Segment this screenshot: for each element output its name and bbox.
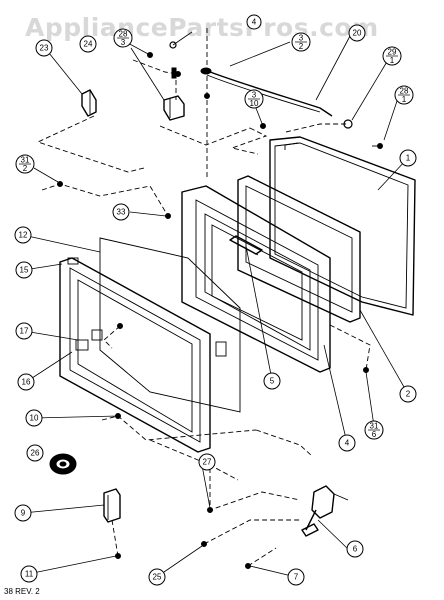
callout-10: 10 xyxy=(25,409,43,427)
svg-text:24: 24 xyxy=(84,40,93,49)
watermark-text: AppliancePartsPros.com xyxy=(25,13,379,42)
svg-text:11: 11 xyxy=(25,570,34,579)
callout-33: 33 xyxy=(112,203,130,221)
svg-text:10: 10 xyxy=(30,414,39,423)
part-door-window xyxy=(237,175,361,323)
callout-31-6: 31 6 xyxy=(364,420,384,440)
svg-text:29: 29 xyxy=(388,48,397,57)
svg-text:26: 26 xyxy=(31,449,40,458)
part-choke-sheet xyxy=(99,237,241,413)
svg-text:17: 17 xyxy=(20,327,29,336)
part-outer-door-panel xyxy=(269,136,416,316)
svg-text:3: 3 xyxy=(121,38,126,47)
callout-4: 4 xyxy=(338,434,356,452)
svg-text:4: 4 xyxy=(252,18,257,27)
callout-12: 12 xyxy=(14,226,32,244)
part-door-arm-rod xyxy=(200,67,333,117)
callout-28-3: 28 3 xyxy=(113,28,133,48)
callout-1: 1 xyxy=(399,149,417,167)
svg-text:31: 31 xyxy=(21,156,30,165)
svg-text:23: 23 xyxy=(40,44,49,53)
callout-top-small: 4 xyxy=(246,14,262,30)
svg-text:16: 16 xyxy=(22,378,31,387)
callout-29-1: 29 1 xyxy=(382,46,402,66)
svg-text:27: 27 xyxy=(203,458,212,467)
svg-text:12: 12 xyxy=(19,231,28,240)
callout-31-2: 31 2 xyxy=(15,154,35,174)
svg-text:15: 15 xyxy=(20,266,29,275)
callout-27: 27 xyxy=(198,453,216,471)
callout-24: 24 xyxy=(79,35,97,53)
callout-20: 20 xyxy=(348,24,366,42)
part-knob-26 xyxy=(49,453,77,475)
svg-text:10: 10 xyxy=(250,99,259,108)
svg-text:3: 3 xyxy=(299,34,304,43)
svg-text:6: 6 xyxy=(353,545,358,554)
callout-3-2: 3 2 xyxy=(291,32,311,52)
svg-text:25: 25 xyxy=(153,573,162,582)
svg-text:20: 20 xyxy=(353,29,362,38)
svg-text:1: 1 xyxy=(402,95,407,104)
leader-lines xyxy=(22,31,409,578)
callout-16: 16 xyxy=(17,373,35,391)
svg-text:6: 6 xyxy=(372,430,377,439)
callout-7: 7 xyxy=(287,568,305,586)
svg-text:1: 1 xyxy=(406,154,411,163)
svg-text:3: 3 xyxy=(252,91,257,100)
callout-15: 15 xyxy=(15,261,33,279)
part-front-door-frame xyxy=(59,257,227,453)
callout-3-10: 3 10 xyxy=(244,89,264,109)
svg-text:5: 5 xyxy=(270,377,275,386)
callout-11: 11 xyxy=(20,565,38,583)
svg-text:2: 2 xyxy=(23,164,28,173)
svg-text:31: 31 xyxy=(370,422,379,431)
svg-text:2: 2 xyxy=(299,42,304,51)
svg-text:7: 7 xyxy=(294,573,299,582)
svg-text:33: 33 xyxy=(117,208,126,217)
callout-2: 2 xyxy=(399,385,417,403)
callout-23: 23 xyxy=(35,39,53,57)
svg-text:1: 1 xyxy=(390,56,395,65)
callout-26: 26 xyxy=(26,444,44,462)
svg-text:28: 28 xyxy=(119,30,128,39)
part-inner-door-frame xyxy=(181,185,331,373)
part-latch-block-9 xyxy=(103,488,121,523)
callout-5: 5 xyxy=(263,372,281,390)
svg-text:28: 28 xyxy=(400,87,409,96)
part-hinge-bracket-24 xyxy=(163,95,185,121)
callout-28-1: 28 1 xyxy=(394,85,414,105)
part-bracket-23 xyxy=(81,89,97,117)
assembly-lines xyxy=(36,28,380,567)
part-door-latch-6 xyxy=(301,485,349,537)
callout-17: 17 xyxy=(15,322,33,340)
part-door-handle xyxy=(229,235,263,256)
svg-text:4: 4 xyxy=(345,439,350,448)
svg-text:2: 2 xyxy=(406,390,411,399)
callout-9: 9 xyxy=(14,504,32,522)
fasteners xyxy=(57,41,383,569)
svg-text:9: 9 xyxy=(21,509,26,518)
callout-25: 25 xyxy=(148,568,166,586)
revision-label: 38 REV. 2 xyxy=(4,587,40,596)
callout-6: 6 xyxy=(346,540,364,558)
